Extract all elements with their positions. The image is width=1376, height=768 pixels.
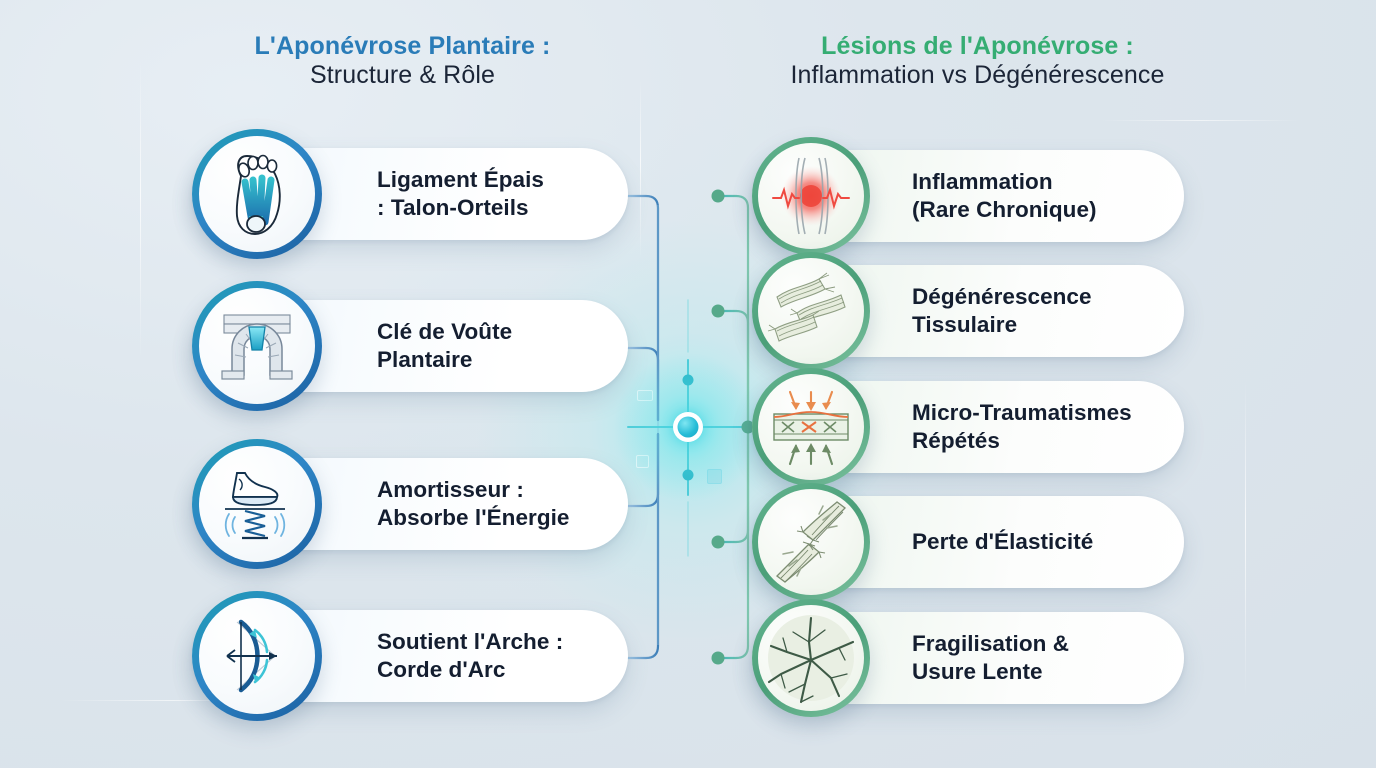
- foot-on-spring-icon: [192, 439, 322, 569]
- frayed-fibers-icon: [752, 252, 870, 370]
- list-item[interactable]: Perte d'Élasticité: [752, 483, 1184, 601]
- right-card-2-label: Dégénérescence Tissulaire: [912, 284, 1092, 337]
- list-item[interactable]: Fragilisation & Usure Lente: [752, 599, 1184, 717]
- list-item[interactable]: Amortisseur : Absorbe l'Énergie: [192, 439, 628, 569]
- list-item[interactable]: Inflammation (Rare Chronique): [752, 137, 1184, 255]
- right-card-3-label: Micro-Traumatismes Répétés: [912, 400, 1132, 453]
- hub-core: [677, 416, 699, 438]
- torn-fiber-icon: [752, 483, 870, 601]
- left-card-3-label: Amortisseur : Absorbe l'Énergie: [377, 477, 570, 530]
- right-card-5-label: Fragilisation & Usure Lente: [912, 631, 1070, 684]
- right-card-1-label: Inflammation (Rare Chronique): [912, 169, 1097, 222]
- wire-node-right-4: [711, 535, 725, 549]
- wire-node-right-1: [711, 189, 725, 203]
- right-card-4-label: Perte d'Élasticité: [912, 529, 1094, 555]
- compression-arrows-icon: [752, 368, 870, 486]
- foot-plantar-fascia-icon: [192, 129, 322, 259]
- left-column-heading: L'Aponévrose Plantaire : Structure & Rôl…: [160, 32, 645, 90]
- right-heading-line1: Lésions de l'Aponévrose :: [821, 32, 1134, 60]
- list-item[interactable]: Clé de Voûte Plantaire: [192, 281, 628, 411]
- left-card-4-label: Soutient l'Arche : Corde d'Arc: [377, 629, 564, 682]
- left-heading-line1: L'Aponévrose Plantaire :: [254, 32, 551, 60]
- wire-node-right-2: [711, 304, 725, 318]
- list-item[interactable]: Soutient l'Arche : Corde d'Arc: [192, 591, 628, 721]
- list-item[interactable]: Dégénérescence Tissulaire: [752, 252, 1184, 370]
- right-column-heading: Lésions de l'Aponévrose : Inflammation v…: [720, 32, 1235, 90]
- bow-and-arrow-icon: [192, 591, 322, 721]
- left-card-1-label: Ligament Épais : Talon-Orteils: [377, 167, 544, 220]
- left-heading-line2: Structure & Rôle: [309, 61, 495, 89]
- right-heading-line2: Inflammation vs Dégénérescence: [790, 61, 1165, 89]
- stone-arch-keystone-icon: [192, 281, 322, 411]
- list-item[interactable]: Micro-Traumatismes Répétés: [752, 368, 1184, 486]
- cracked-surface-icon: [752, 599, 870, 717]
- list-item[interactable]: Ligament Épais : Talon-Orteils: [192, 129, 628, 259]
- wire-node-right-5: [711, 651, 725, 665]
- inflammation-hotspot-icon: [752, 137, 870, 255]
- left-card-2-label: Clé de Voûte Plantaire: [377, 319, 513, 372]
